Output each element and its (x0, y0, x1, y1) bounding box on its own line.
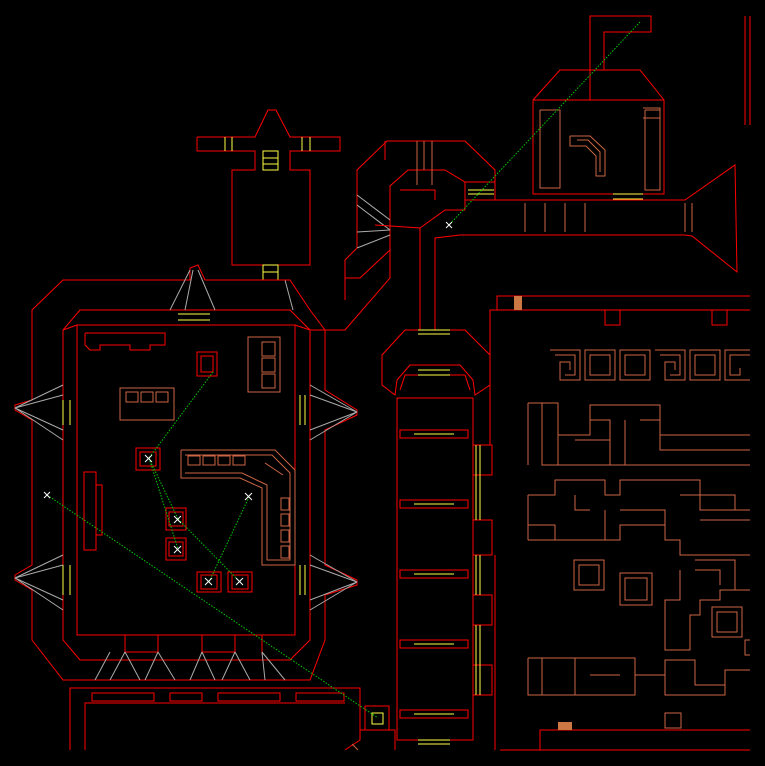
east-maze (489, 295, 750, 751)
x-cross-icon (445, 221, 453, 229)
x-cross-icon (43, 491, 51, 499)
south-west-wall (69, 687, 396, 751)
east-corridor (419, 164, 738, 330)
x-cross-icon (173, 545, 182, 554)
top-cross-building (196, 109, 341, 311)
x-cross-icon (204, 577, 213, 586)
octagon-connector (310, 140, 496, 331)
x-cross-icon (235, 577, 244, 586)
thing-markers (43, 221, 453, 586)
west-building (14, 264, 358, 681)
teleport-trails (46, 21, 641, 719)
x-cross-icon (173, 515, 182, 524)
central-hall (381, 329, 493, 745)
x-cross-icon (244, 492, 253, 501)
x-cross-icon (144, 454, 153, 463)
top-right-tower (532, 15, 751, 200)
